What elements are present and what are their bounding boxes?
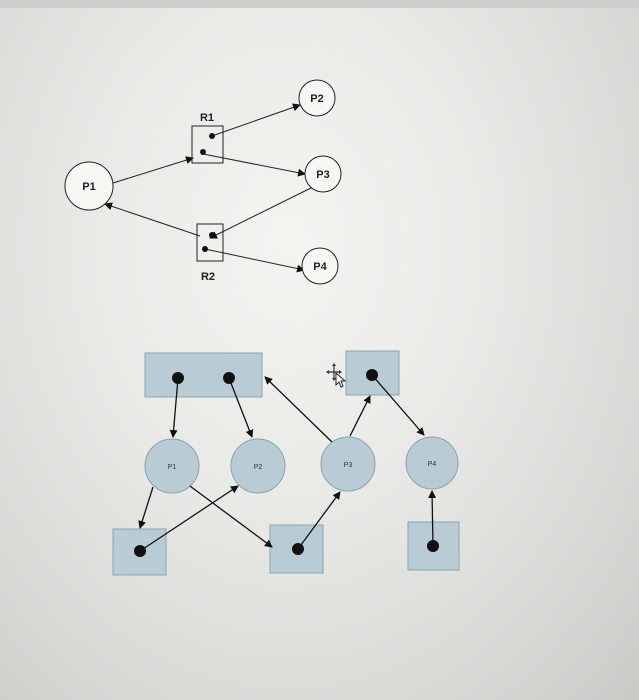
process-p1: P1 [144, 438, 200, 494]
edge-r-to-p3 [297, 491, 341, 550]
process-p3: P3 [304, 155, 342, 193]
edge-r1-to-p3 [202, 153, 306, 177]
edge-p1-to-r-middle [189, 485, 273, 548]
top-resource-allocation-graph: R1 R2 P1 P2 P3 [64, 79, 342, 285]
edge-r-to-p4 [371, 374, 425, 436]
resource-box-top-left [144, 352, 263, 398]
svg-text:P4: P4 [313, 261, 327, 273]
edge-p3-to-r [264, 376, 333, 443]
edge-r1-to-p2 [211, 103, 301, 137]
process-p1: P1 [64, 161, 114, 211]
svg-text:P3: P3 [344, 462, 353, 469]
edge-r-to-p2 [228, 377, 254, 438]
edge-p3-to-r2 [209, 186, 314, 239]
resource-instance-dot [209, 232, 215, 238]
resource-instance-dot [202, 246, 208, 252]
process-p3: P3 [320, 436, 376, 492]
svg-text:P2: P2 [310, 93, 323, 105]
resource-instance-dot [292, 543, 304, 555]
resource-instance-dot [200, 149, 206, 155]
resource-label-r2: R2 [201, 271, 215, 283]
process-p4: P4 [405, 436, 459, 490]
process-p2: P2 [298, 79, 336, 117]
resource-instance-dot [209, 133, 215, 139]
resource-label-r1: R1 [200, 112, 214, 124]
resource-r2: R2 [196, 223, 224, 283]
edge-r-to-p2-cross [139, 485, 239, 552]
resource-r1: R1 [191, 112, 224, 164]
process-p4: P4 [301, 247, 339, 285]
resource-instance-dot [134, 545, 146, 557]
edge-r2-to-p4 [204, 248, 305, 273]
svg-text:P1: P1 [168, 464, 177, 471]
resource-instance-dot [172, 372, 184, 384]
resource-instance-dot [223, 372, 235, 384]
edge-r-to-p4-up [428, 490, 437, 547]
svg-text:P4: P4 [428, 461, 437, 468]
edge-p1-to-r [138, 486, 154, 529]
bottom-resource-allocation-graph: P1 P2 P3 P4 [112, 350, 460, 576]
edge-p3-to-r-right [349, 395, 371, 437]
process-p2: P2 [230, 438, 286, 494]
svg-text:P3: P3 [316, 169, 329, 181]
svg-text:P1: P1 [82, 181, 95, 193]
move-cursor-icon [326, 363, 347, 388]
resource-instance-dot [366, 369, 378, 381]
svg-text:P2: P2 [254, 464, 263, 471]
edge-p1-to-r1 [112, 156, 194, 184]
edge-r-to-p1 [169, 377, 179, 438]
resource-instance-dot [427, 540, 439, 552]
edge-r2-to-p1 [104, 202, 201, 237]
screen-top-edge [0, 0, 639, 8]
